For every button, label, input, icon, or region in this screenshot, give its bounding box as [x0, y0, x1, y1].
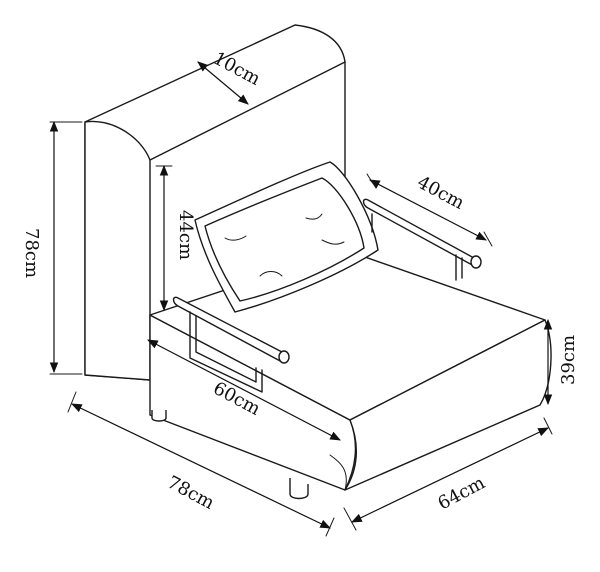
pillow [194, 161, 379, 313]
label-backrest-height: 44cm [175, 210, 196, 260]
label-total-height: 78cm [21, 228, 42, 278]
dimension-lines [49, 61, 553, 537]
label-total-length: 78cm [164, 472, 218, 514]
label-armrest-length: 40cm [414, 172, 468, 214]
label-seat-height: 39cm [558, 335, 579, 385]
